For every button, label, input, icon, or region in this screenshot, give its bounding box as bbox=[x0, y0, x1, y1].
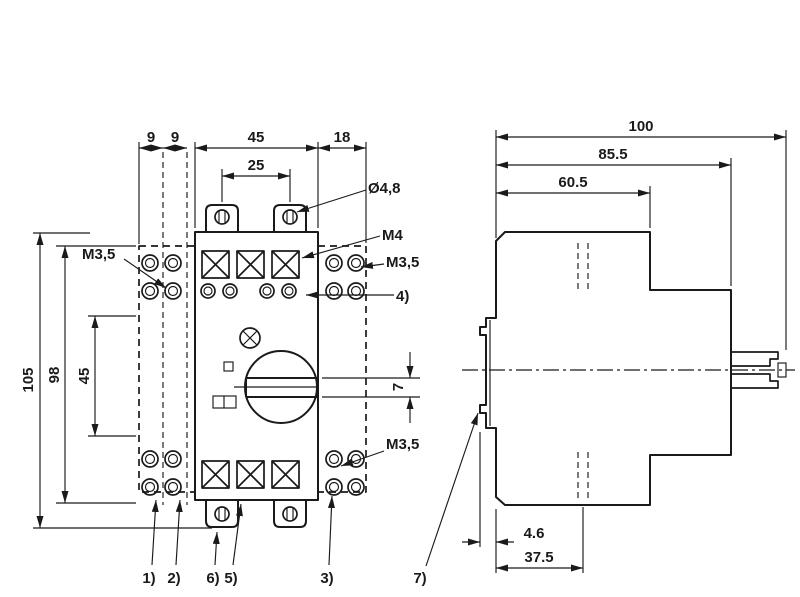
label-m35-left: M3,5 bbox=[82, 246, 115, 263]
terminal-screw bbox=[164, 282, 182, 300]
terminal-screw bbox=[281, 283, 297, 299]
terminal-screw bbox=[325, 254, 343, 272]
terminal-screw bbox=[325, 282, 343, 300]
terminal-screw bbox=[259, 283, 275, 299]
mounting-tab bbox=[205, 204, 239, 233]
hidden-lines bbox=[162, 152, 188, 505]
leader-line bbox=[340, 450, 385, 467]
dim-text: 7 bbox=[390, 383, 407, 391]
front-body bbox=[194, 204, 319, 528]
ref-label-6: 6) bbox=[206, 570, 219, 587]
label-hole-diameter: Ø4,8 bbox=[368, 180, 401, 197]
ref-label-1: 1) bbox=[142, 570, 155, 587]
terminal-screw bbox=[141, 478, 159, 496]
front-view: 9 9 45 18 25 105 98 45 bbox=[20, 129, 420, 587]
dim-text: 45 bbox=[248, 129, 265, 146]
terminal-clamp-screw bbox=[777, 362, 787, 378]
ref-label-3: 3) bbox=[320, 570, 333, 587]
terminal-screw bbox=[347, 254, 365, 272]
dim-text: 100 bbox=[628, 118, 653, 135]
terminal-screw bbox=[164, 450, 182, 468]
terminal-screw bbox=[164, 254, 182, 272]
leader-line bbox=[123, 258, 167, 289]
terminal-screw bbox=[347, 282, 365, 300]
indicator-square bbox=[223, 361, 234, 372]
terminal-clamp-upper bbox=[731, 351, 779, 367]
terminal-clamp-lower bbox=[731, 373, 779, 389]
label-m4: M4 bbox=[382, 227, 403, 244]
box-terminal bbox=[236, 460, 265, 489]
label-m35-bottom-right: M3,5 bbox=[386, 436, 419, 453]
leader-line bbox=[212, 531, 220, 566]
side-body-outline bbox=[479, 231, 732, 506]
mounting-hole bbox=[214, 209, 230, 225]
indicator-window bbox=[223, 361, 234, 372]
leader-line bbox=[296, 189, 367, 213]
box-terminal bbox=[236, 250, 265, 279]
terminal-clamp bbox=[731, 351, 787, 389]
dim-text: 25 bbox=[248, 157, 265, 174]
screw-cross-icon bbox=[242, 330, 258, 346]
mounting-tab bbox=[205, 499, 239, 528]
terminal-screw bbox=[141, 254, 159, 272]
leader-line bbox=[301, 235, 381, 259]
leader-line bbox=[232, 503, 243, 566]
box-terminal bbox=[271, 250, 300, 279]
leader-line bbox=[360, 261, 385, 269]
box-terminal bbox=[271, 460, 300, 489]
terminal-screw bbox=[222, 283, 238, 299]
front-dimensions: 9 9 45 18 25 105 98 45 bbox=[20, 129, 420, 529]
terminal-screw bbox=[200, 283, 216, 299]
ref-label-7: 7) bbox=[413, 570, 426, 587]
test-terminals bbox=[200, 283, 297, 299]
mounting-hole-hidden-lines bbox=[577, 243, 589, 502]
screw-head bbox=[239, 327, 261, 349]
mounting-tab bbox=[273, 499, 307, 528]
aux-block-right-outline bbox=[318, 245, 367, 493]
side-leaders: 7) bbox=[413, 412, 479, 587]
leader-line bbox=[425, 412, 479, 567]
mounting-hole bbox=[282, 506, 298, 522]
aux-block-left bbox=[138, 245, 196, 496]
mounting-hole bbox=[282, 209, 298, 225]
leader-line bbox=[151, 499, 159, 566]
dim-text: 18 bbox=[334, 129, 351, 146]
mounting-hole bbox=[214, 506, 230, 522]
dim-text: 4.6 bbox=[524, 525, 545, 542]
side-dimensions: 100 85.5 60.5 4.6 37.5 bbox=[462, 118, 787, 573]
dim-text: 9 bbox=[147, 129, 155, 146]
dim-text: 45 bbox=[76, 368, 93, 385]
adjustment-screw bbox=[239, 327, 261, 349]
ref-label-2: 2) bbox=[167, 570, 180, 587]
side-body bbox=[479, 231, 732, 506]
terminal-screw bbox=[141, 282, 159, 300]
box-terminal bbox=[201, 250, 230, 279]
front-leaders: Ø4,8 M4 M3,5 4) M3,5 M3,5 1) 2) 6) 5) 3) bbox=[82, 180, 419, 587]
terminal-screw bbox=[325, 450, 343, 468]
side-view: 100 85.5 60.5 4.6 37.5 7) bbox=[413, 118, 795, 587]
dim-text: 9 bbox=[171, 129, 179, 146]
mounting-tab bbox=[273, 204, 307, 233]
dim-text: 85.5 bbox=[598, 146, 627, 163]
front-body-outline bbox=[194, 231, 319, 501]
ref-label-5: 5) bbox=[224, 570, 237, 587]
dim-text: 98 bbox=[46, 367, 63, 384]
ref-label-4: 4) bbox=[396, 288, 409, 305]
box-terminal bbox=[201, 460, 230, 489]
label-m35-top-right: M3,5 bbox=[386, 254, 419, 271]
dim-text: 105 bbox=[20, 367, 37, 392]
reset-button bbox=[212, 395, 237, 409]
dim-text: 60.5 bbox=[558, 174, 587, 191]
terminal-screw bbox=[141, 450, 159, 468]
leader-line bbox=[327, 495, 335, 566]
rotary-handle bbox=[234, 350, 318, 424]
leader-line bbox=[175, 499, 183, 566]
aux-block-right bbox=[318, 245, 367, 496]
dim-text: 37.5 bbox=[524, 549, 553, 566]
